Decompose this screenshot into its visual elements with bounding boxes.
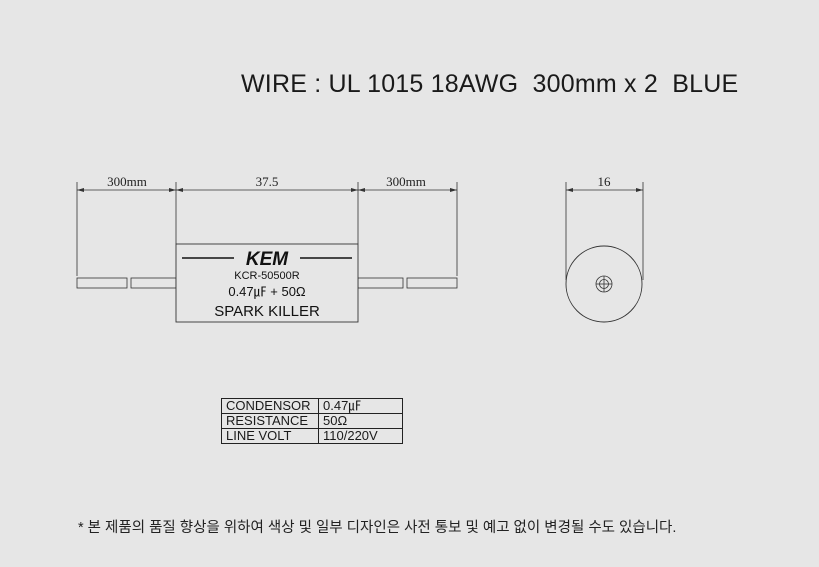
brand-logo: KEM xyxy=(246,249,289,270)
dimension-diameter-label: 16 xyxy=(598,174,612,189)
spec-label: CONDENSOR xyxy=(221,398,319,414)
dimension-left-lead: 300mm xyxy=(76,174,176,276)
spec-value: 0.47㎌ xyxy=(318,398,403,414)
wire-spec-title: WIRE : UL 1015 18AWG 300mm x 2 BLUE xyxy=(241,70,739,98)
spec-label: LINE VOLT xyxy=(221,428,319,444)
dimension-diameter: 16 xyxy=(565,174,644,280)
dimension-body-length-label: 37.5 xyxy=(256,174,279,189)
model-number: KCR-50500R xyxy=(234,270,299,282)
table-row: LINE VOLT 110/220V xyxy=(221,428,403,444)
product-name: SPARK KILLER xyxy=(214,303,320,320)
table-row: RESISTANCE 50Ω xyxy=(221,413,403,429)
table-row: CONDENSOR 0.47㎌ xyxy=(221,398,403,414)
spec-value: 110/220V xyxy=(318,428,403,444)
component-body: KEM KCR-50500R 0.47㎌ + 50Ω SPARK KILLER xyxy=(175,243,359,323)
spec-label: RESISTANCE xyxy=(221,413,319,429)
dimension-right-lead-label: 300mm xyxy=(386,174,426,189)
dimension-body-length: 37.5 xyxy=(175,174,359,244)
disclaimer-note: * 본 제품의 품질 향상을 위하여 색상 및 일부 디자인은 사전 통보 및 … xyxy=(78,520,677,536)
spec-table: CONDENSOR 0.47㎌ RESISTANCE 50Ω LINE VOLT… xyxy=(221,398,403,444)
dimension-right-lead: 300mm xyxy=(358,174,458,276)
dimension-left-lead-label: 300mm xyxy=(107,174,147,189)
rating-label: 0.47㎌ + 50Ω xyxy=(228,284,306,300)
side-view xyxy=(565,245,643,323)
spec-value: 50Ω xyxy=(318,413,403,429)
